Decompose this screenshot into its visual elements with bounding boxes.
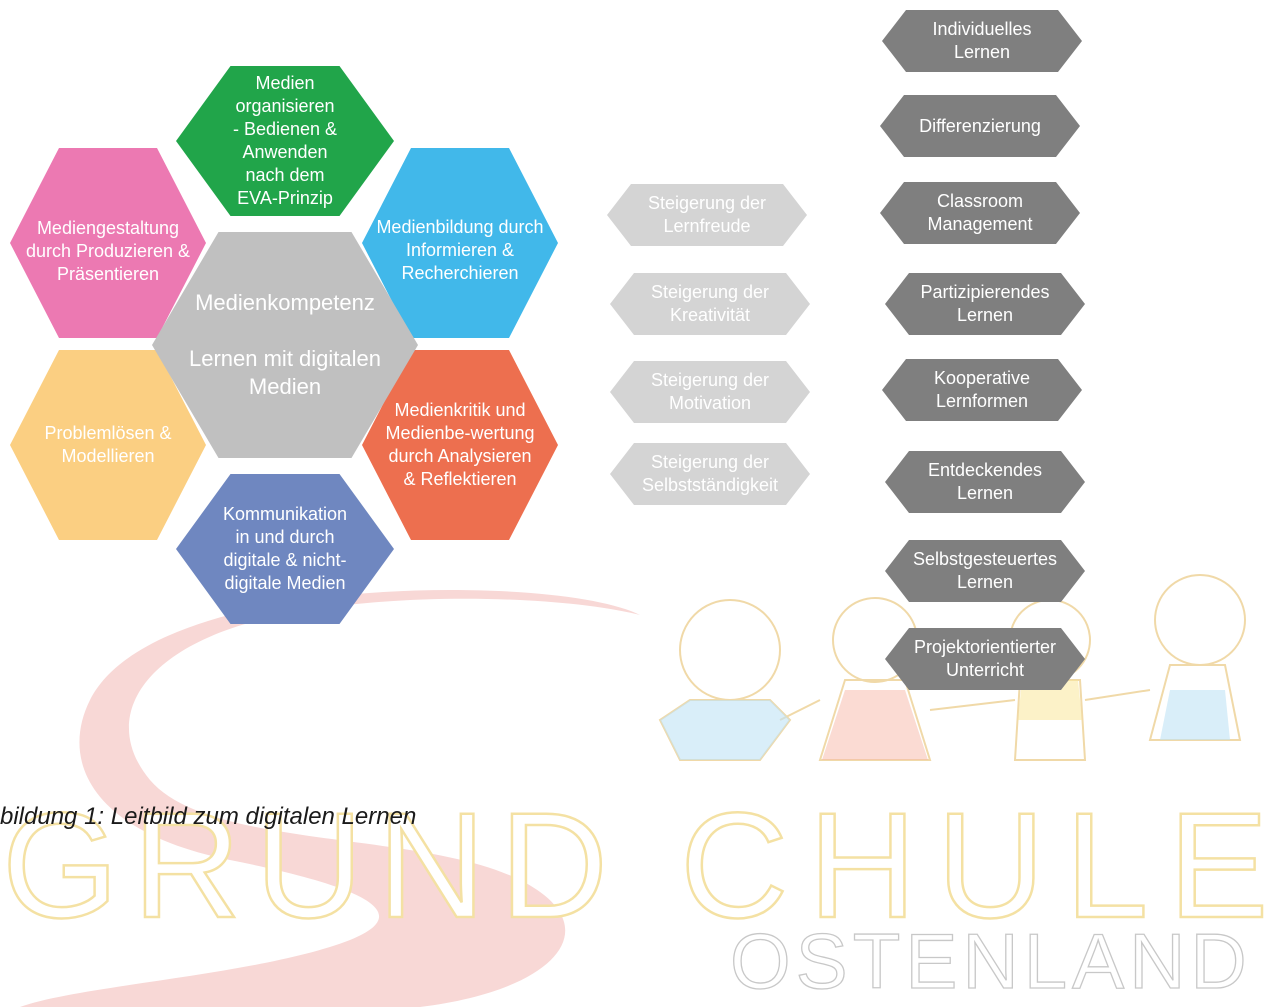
- child-head-1: [679, 599, 781, 701]
- tag-kreativitaet-label: Steigerung der Kreativität: [650, 282, 770, 325]
- tag-kreativitaet: Steigerung der Kreativität: [610, 273, 810, 335]
- child-body-2: [818, 679, 932, 761]
- tag-selbststaendigkeit-label: Steigerung der Selbstständigkeit: [641, 452, 779, 495]
- hex-top-medien-organisieren: Medien organisieren - Bedienen & Anwende…: [176, 66, 394, 216]
- hex-center-subtitle: Lernen mit digitalen Medien: [188, 346, 381, 399]
- hex-top-left-label: Mediengestaltung durch Produzieren & Prä…: [25, 217, 191, 284]
- watermark-ostenland: OSTENLAND: [729, 917, 1252, 1005]
- tag-lernfreude-label: Steigerung der Lernfreude: [647, 193, 767, 236]
- tag-motivation: Steigerung der Motivation: [610, 361, 810, 423]
- tag-projektorientierter-unterricht: Projektorientierter Unterricht: [885, 628, 1085, 690]
- tag-lernfreude: Steigerung der Lernfreude: [607, 184, 807, 246]
- tag-kooperative-lernformen: Kooperative Lernformen: [882, 359, 1082, 421]
- tag-classroom-management: Classroom Management: [880, 182, 1080, 244]
- tag-motivation-label: Steigerung der Motivation: [650, 370, 770, 413]
- child-body-3: [1013, 679, 1087, 761]
- hex-bottom-left-label: Problemlösen & Modellieren: [44, 423, 172, 466]
- tag-entdeckendes-lernen: Entdeckendes Lernen: [885, 451, 1085, 513]
- figure-caption: bildung 1: Leitbild zum digitalen Lernen: [0, 803, 417, 830]
- tag-individuelles-lernen-label: Individuelles Lernen: [932, 19, 1032, 62]
- children-hands: [779, 689, 1151, 721]
- tag-kooperative-lernformen-label: Kooperative Lernformen: [933, 368, 1031, 411]
- tag-partizipierendes-lernen: Partizipierendes Lernen: [885, 273, 1085, 335]
- child-body-4: [1148, 664, 1242, 741]
- hex-top-label: Medien organisieren - Bedienen & Anwende…: [232, 73, 338, 208]
- hex-center-title: Medienkompetenz: [195, 290, 375, 315]
- tag-entdeckendes-lernen-label: Entdeckendes Lernen: [927, 460, 1043, 503]
- child-body-1: [658, 699, 792, 761]
- tag-selbststaendigkeit: Steigerung der Selbstständigkeit: [610, 443, 810, 505]
- tag-differenzierung: Differenzierung: [880, 95, 1080, 157]
- tag-projektorientierter-unterricht-label: Projektorientierter Unterricht: [913, 637, 1057, 680]
- tag-selbstgesteuertes-lernen-label: Selbstgesteuertes Lernen: [912, 549, 1058, 592]
- hex-bottom-kommunikation: Kommunikation in und durch digitale & ni…: [176, 474, 394, 624]
- tag-differenzierung-label: Differenzierung: [919, 115, 1041, 136]
- tag-individuelles-lernen: Individuelles Lernen: [882, 10, 1082, 72]
- tag-selbstgesteuertes-lernen: Selbstgesteuertes Lernen: [885, 540, 1085, 602]
- hex-bottom-label: Kommunikation in und durch digitale & ni…: [222, 504, 348, 593]
- hex-top-right-label: Medienbildung durch Informieren & Recher…: [376, 216, 544, 283]
- child-head-4: [1154, 574, 1246, 666]
- tag-classroom-management-label: Classroom Management: [927, 191, 1033, 234]
- tag-partizipierendes-lernen-label: Partizipierendes Lernen: [920, 282, 1050, 325]
- watermark-chule: CHULE: [679, 781, 1280, 949]
- hex-bottom-right-label: Medienkritik und Medienbe-wertung durch …: [385, 400, 535, 489]
